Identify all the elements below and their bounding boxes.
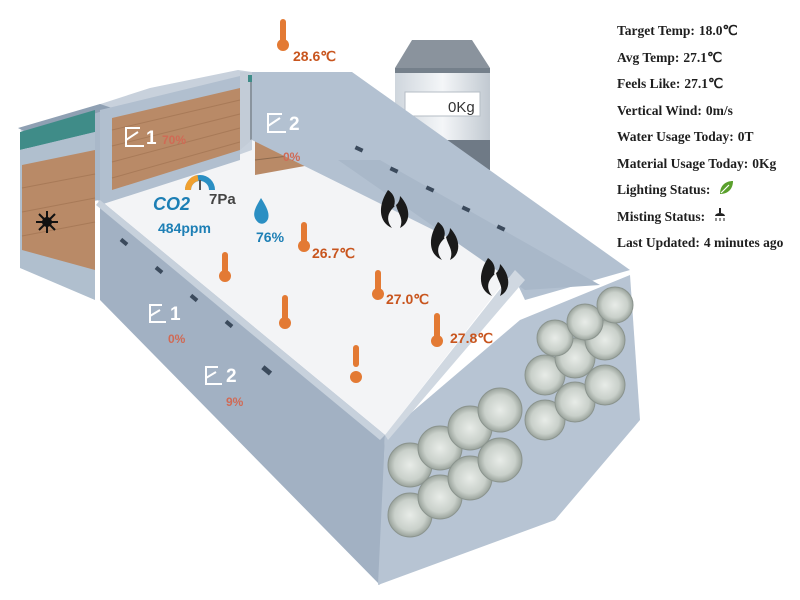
material-usage-value: 0Kg [752, 155, 777, 171]
humidity-value: 76% [256, 229, 285, 245]
vertical-wind-row: Vertical Wind: 0m/s [617, 98, 797, 125]
last-updated-label: Last Updated: [617, 235, 700, 251]
water-usage-label: Water Usage Today: [617, 129, 734, 145]
greenhouse-floor [100, 138, 515, 435]
thermometer-icons [219, 19, 443, 383]
co2-label: CO2 [153, 194, 191, 214]
front-long-wall [100, 200, 385, 585]
avg-temp-label: Avg Temp: [617, 49, 680, 65]
fan-icon [36, 211, 58, 233]
feels-like-label: Feels Like: [617, 76, 681, 92]
vent-back-1-number: 1 [146, 128, 157, 149]
shower-icon [712, 207, 728, 227]
target-temp-row: Target Temp: 18.0℃ [617, 18, 797, 45]
wall-vents [119, 145, 506, 376]
leaf-icon [717, 179, 735, 201]
water-usage-value: 0T [737, 129, 754, 145]
material-usage-row: Material Usage Today: 0Kg [617, 151, 797, 178]
misting-status-row: Misting Status: [617, 204, 797, 231]
vent-back-1-percent: 70% [162, 133, 187, 147]
misting-status-label: Misting Status: [617, 208, 706, 224]
vent-window-icons [125, 113, 286, 385]
vent-back-2-percent: 0% [283, 150, 301, 164]
pressure-gauge-icon [185, 175, 215, 191]
exhaust-fans [387, 286, 634, 538]
temp-label-c: 27.8℃ [450, 330, 493, 346]
lighting-status-label: Lighting Status: [617, 182, 711, 198]
feels-like-row: Feels Like: 27.1℃ [617, 71, 797, 98]
vent-side-1-number: 1 [170, 304, 181, 325]
status-info-panel: Target Temp: 18.0℃ Avg Temp: 27.1℃ Feels… [617, 18, 797, 257]
pressure-value: 7Pa [209, 191, 236, 208]
avg-temp-value: 27.1℃ [683, 49, 723, 65]
lighting-status-row: Lighting Status: [617, 177, 797, 204]
temp-label-b: 27.0℃ [386, 291, 429, 307]
water-usage-row: Water Usage Today: 0T [617, 124, 797, 151]
humidity-drop-icon [254, 198, 269, 224]
outside-temp-label: 28.6℃ [293, 48, 336, 64]
vent-side-2-number: 2 [226, 366, 237, 387]
feels-like-value: 27.1℃ [684, 76, 724, 92]
vent-side-2-percent: 9% [226, 395, 244, 409]
last-updated-value: 4 minutes ago [703, 235, 784, 251]
co2-value: 484ppm [158, 220, 211, 236]
vent-side-1-percent: 0% [168, 332, 186, 346]
target-temp-label: Target Temp: [617, 23, 695, 39]
avg-temp-row: Avg Temp: 27.1℃ [617, 45, 797, 72]
vertical-wind-label: Vertical Wind: [617, 102, 702, 118]
vent-back-2-number: 2 [289, 114, 300, 135]
vertical-wind-value: 0m/s [705, 102, 733, 118]
back-wall [18, 70, 252, 300]
heater-flame-icons [380, 190, 509, 296]
tank-value: 0Kg [448, 99, 475, 116]
temp-label-a: 26.7℃ [312, 245, 355, 261]
target-temp-value: 18.0℃ [698, 23, 738, 39]
material-usage-label: Material Usage Today: [617, 155, 749, 171]
last-updated-row: Last Updated: 4 minutes ago [617, 230, 797, 257]
right-long-wall [252, 72, 630, 300]
